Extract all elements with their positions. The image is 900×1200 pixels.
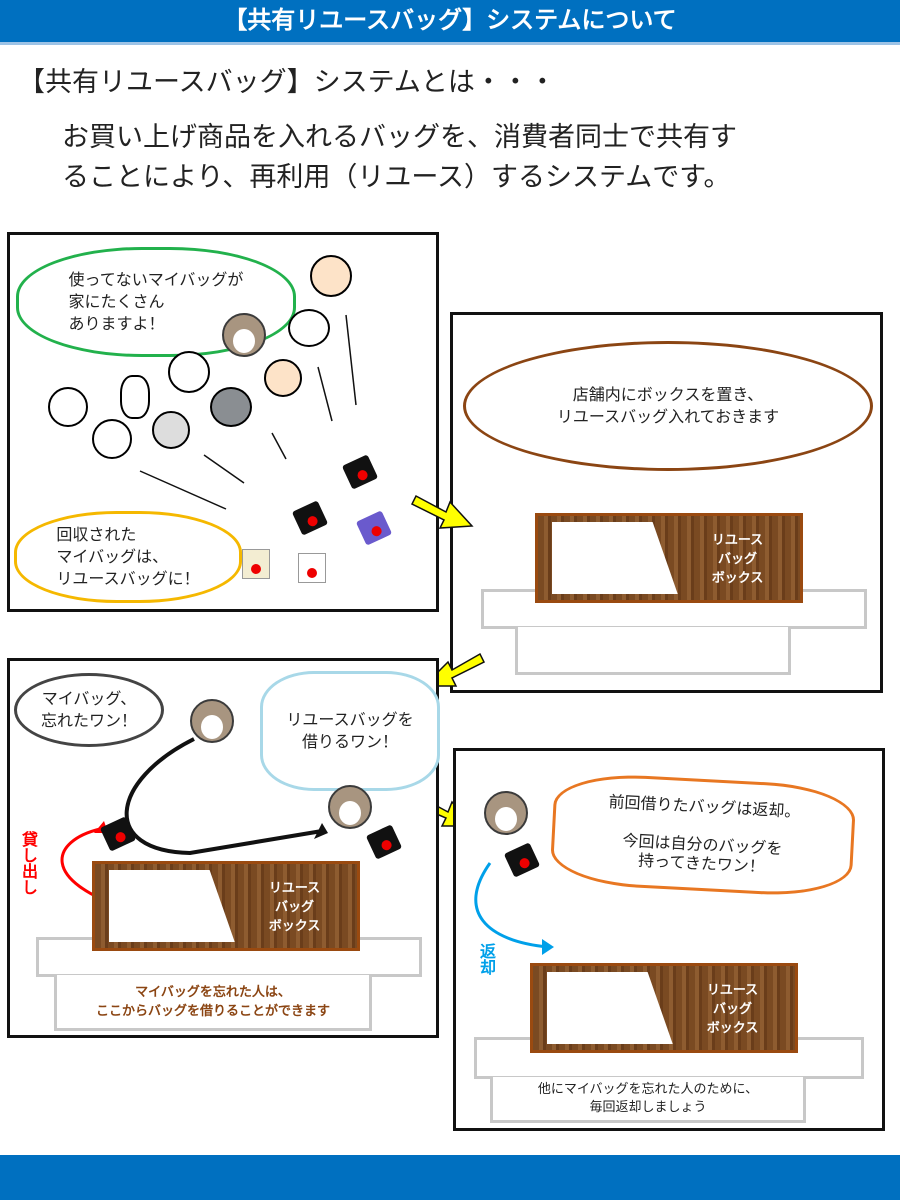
table-caption: 他にマイバッグを忘れた人のために、 毎回返却しましょう [537,1081,759,1115]
speech-bubble-store: 店舗内にボックスを置き、 リユースバッグ入れておきます [463,341,873,471]
ant-icon [120,375,150,419]
panel-return: 前回借りたバッグは返却。 今回は自分のバッグを 持ってきたワン！ 返却 他にマイ… [453,748,885,1131]
bubble-text: マイバッグ、 忘れたワン！ [40,689,137,730]
intro-description: お買い上げ商品を入れるバッグを、消費者同士で共有す ることにより、再利用（リユー… [62,122,737,193]
box-label: リユース バッグ ボックス [706,983,759,1037]
table-base: 他にマイバッグを忘れた人のために、 毎回返却しましょう [490,1077,806,1123]
speech-bubble-forgot: マイバッグ、 忘れたワン！ [14,673,164,747]
dog-icon [484,791,528,835]
reuse-bag-box: リユース バッグ ボックス [530,963,798,1053]
bag-icon [298,553,326,583]
panel-collect: 使ってないマイバッグが 家にたくさん ありますよ！ 回収された マイバッグは、 … [7,232,439,612]
reuse-bag-box: リユース バッグ ボックス [92,861,360,951]
bubble-text: リユースバッグを 借りるワン！ [286,710,414,751]
bubble-text: 店舗内にボックスを置き、 リユースバッグ入れておきます [556,385,780,426]
next-arrow-icon [422,652,486,687]
dog-icon [222,313,266,357]
next-arrow-icon [410,494,474,529]
intro-subtitle: 【共有リユースバッグ】システムとは・・・ [18,67,556,98]
table-base: マイバッグを忘れた人は、 ここからバッグを借りることができます [54,975,372,1031]
bubble-text: 回収された マイバッグは、 リユースバッグに！ [56,525,200,588]
return-arrow [474,862,554,955]
elder-icon [152,411,190,449]
speech-bubble-donate: 使ってないマイバッグが 家にたくさん ありますよ！ [16,247,296,357]
footer-bar [0,1155,900,1200]
person-icon [92,419,132,459]
speech-bubble-collected: 回収された マイバッグは、 リユースバッグに！ [14,511,242,603]
panel-store-box: 店舗内にボックスを置き、 リユースバッグ入れておきます リユース バッグ ボック… [450,312,883,693]
person-icon [48,387,88,427]
man-icon [310,255,352,297]
dog-icon [190,699,234,743]
lend-label: 貸し出し [19,831,38,895]
page-title: 【共有リユースバッグ】システムについて [0,0,900,45]
box-label: リユース バッグ ボックス [268,881,321,935]
speech-bubble-borrow: リユースバッグを 借りるワン！ [260,671,440,791]
reuse-bag-box: リユース バッグ ボックス [535,513,803,603]
panel-borrow: マイバッグ、 忘れたワン！ リユースバッグを 借りるワン！ 貸し出し マイバッグ… [7,658,440,1038]
bubble-text: 使ってないマイバッグが 家にたくさん ありますよ！ [68,270,244,333]
pig-icon [288,309,330,347]
table-base [515,627,791,675]
person-icon [168,351,210,393]
return-label: 返却 [477,943,496,975]
box-label: リユース バッグ ボックス [711,533,764,587]
cat-icon [210,387,252,427]
bag-icon [242,549,270,579]
table-caption: マイバッグを忘れた人は、 ここからバッグを借りることができます [95,984,330,1019]
woman-icon [264,359,302,397]
collection-arrows [139,314,357,510]
dog-icon [328,785,372,829]
